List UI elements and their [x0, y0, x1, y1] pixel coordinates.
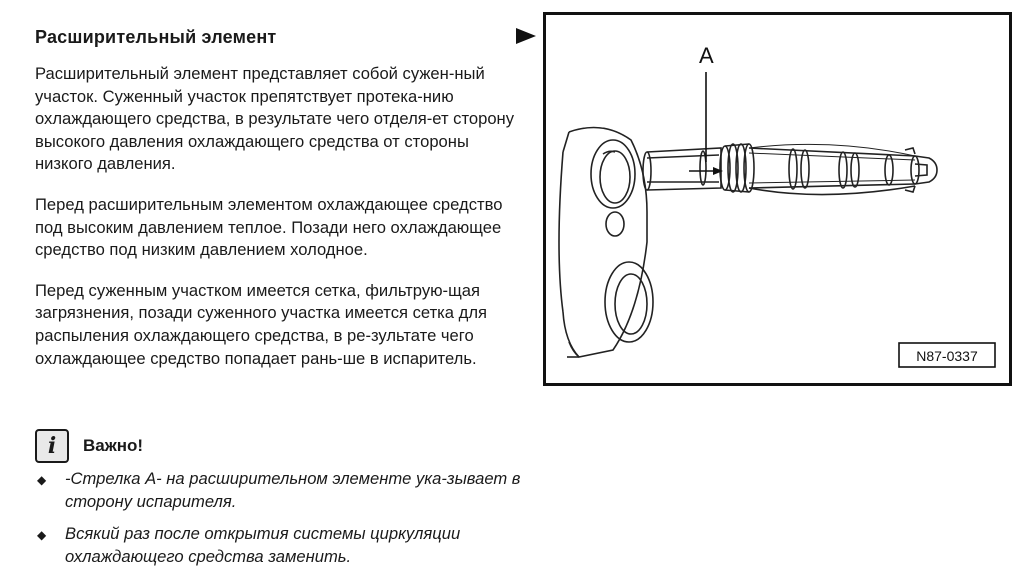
figure-code: N87-0337 — [916, 348, 978, 364]
paragraph-1: Расширительный элемент представляет собо… — [35, 64, 515, 174]
info-icon: i — [35, 429, 69, 463]
note-title: Важно! — [83, 436, 144, 455]
section-heading: Расширительный элемент — [35, 27, 277, 47]
pointer-arrow-icon — [514, 26, 538, 51]
housing-drawing — [558, 126, 654, 358]
paragraph-2: Перед расширительным элементом охлаждающ… — [35, 194, 503, 260]
note-item: ◆ Всякий раз после открытия системы цирк… — [35, 523, 525, 568]
diamond-bullet-icon: ◆ — [37, 528, 47, 543]
expansion-valve-figure: A N87-0337 — [543, 12, 1012, 386]
main-text-column: Расширительный элемент Расширительный эл… — [35, 26, 517, 388]
note-item-text: Всякий раз после открытия системы циркул… — [65, 524, 461, 566]
important-note: i Важно! ◆ -Стрелка А- на расширительном… — [35, 427, 525, 578]
note-item-text: -Стрелка А- на расширительном элементе у… — [65, 469, 521, 511]
diamond-bullet-icon: ◆ — [37, 473, 47, 487]
note-item: ◆ -Стрелка А- на расширительном элементе… — [35, 468, 525, 513]
paragraph-3: Перед суженным участком имеется сетка, ф… — [35, 280, 487, 368]
note-header: i Важно! — [35, 427, 525, 465]
valve-drawing — [642, 143, 938, 196]
callout-label-a: A — [699, 43, 714, 68]
